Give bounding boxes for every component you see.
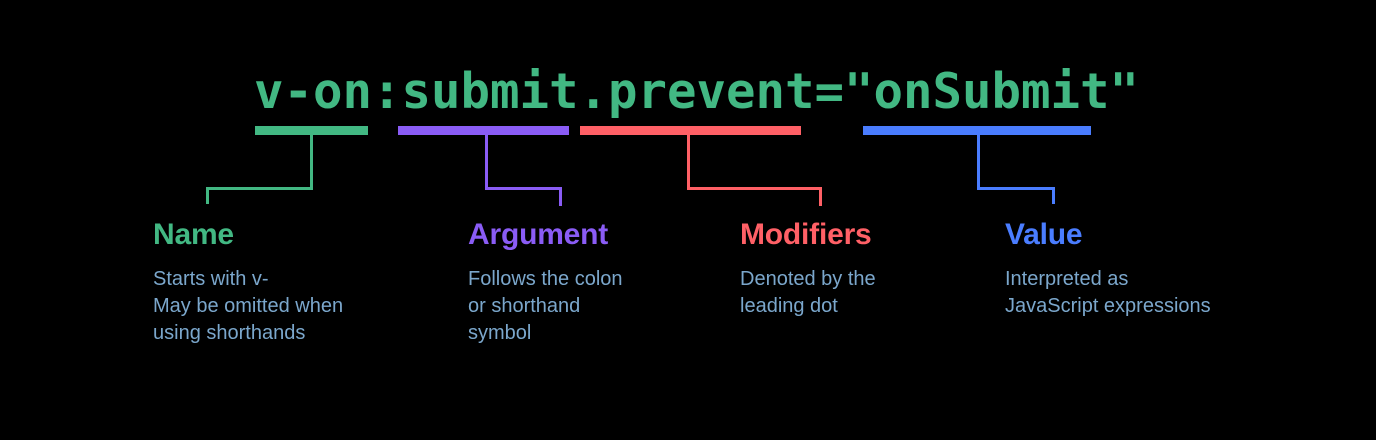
annotation-description-name: Starts with v- May be omitted when using… [153,268,344,344]
annotation-description-argument: Follows the colon or shorthand symbol [468,268,623,344]
leader-line-modifiers [580,126,822,206]
annotation-title-argument: Argument [468,218,609,251]
leader-line-argument [398,126,569,206]
annotation-argument: Argument Follows the colon or shorthand … [468,216,723,347]
annotation-title-value: Value [1005,218,1083,251]
leader-line-value [863,126,1091,204]
annotation-description-modifiers: Denoted by the leading dot [740,268,876,317]
annotation-value: Value Interpreted as JavaScript expressi… [1005,216,1315,320]
annotation-description-value: Interpreted as JavaScript expressions [1005,268,1211,317]
directive-code-expression: v-on:submit.prevent="onSubmit" [254,63,1140,120]
annotation-name: Name Starts with v- May be omitted when … [153,216,453,347]
annotation-title-name: Name [153,218,234,251]
annotation-title-modifiers: Modifiers [740,218,872,251]
annotation-modifiers: Modifiers Denoted by the leading dot [740,216,990,320]
leader-line-name [206,126,368,204]
